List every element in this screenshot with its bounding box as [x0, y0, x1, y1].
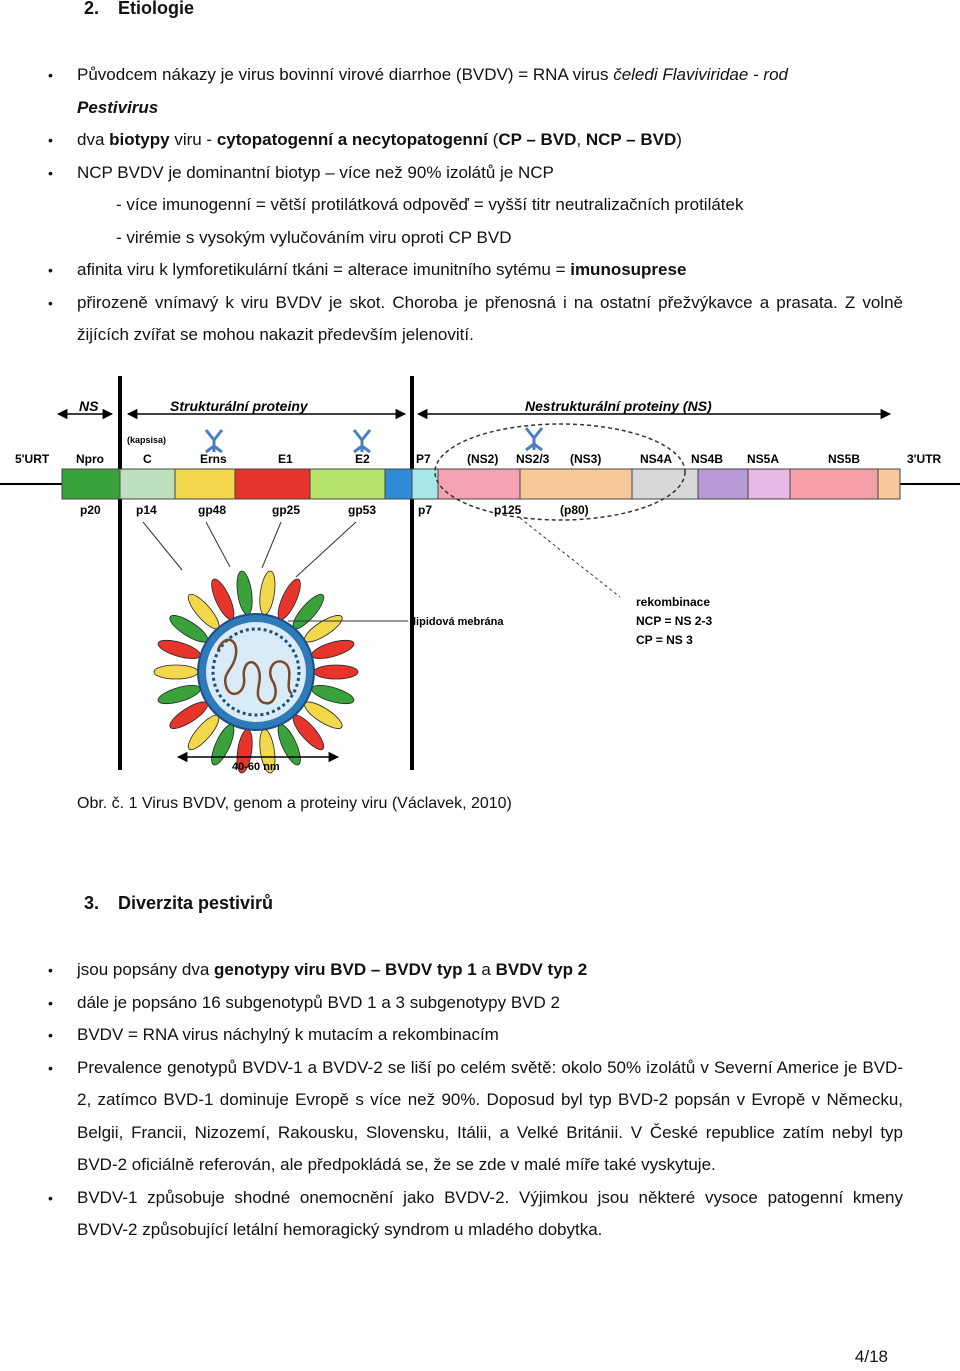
rna-genome — [216, 638, 293, 705]
capsid — [211, 627, 301, 717]
genome-segment — [384, 468, 413, 500]
list-item: NCP BVDV je dominantní biotyp – více než… — [0, 157, 903, 190]
list-item: Prevalence genotypů BVDV-1 a BVDV-2 se l… — [0, 1052, 903, 1182]
gene-label: Erns — [200, 452, 227, 466]
cleavage-ellipse — [434, 423, 686, 521]
capsid-label: (kapsisa) — [127, 435, 166, 445]
pointer-line — [261, 521, 282, 569]
antibody-icon — [204, 429, 224, 454]
genome-segment — [61, 468, 121, 500]
genome-segment — [309, 468, 386, 500]
protein-label: p125 — [494, 503, 522, 517]
gene-labels: 5'URT Npro C Erns E1 E2 P7 (NS2) NS2/3 (… — [15, 452, 942, 466]
gene-label: NS5B — [828, 452, 860, 466]
genome-segment — [697, 468, 749, 500]
genome-segment — [631, 468, 699, 500]
utr5-label: 5'URT — [15, 452, 50, 466]
pointer-line — [205, 521, 231, 568]
size-label: 40-60 nm — [232, 761, 280, 773]
gene-label: NS5A — [747, 452, 779, 466]
protein-label: gp53 — [348, 503, 376, 517]
list-item: jsou popsány dva genotypy viru BVD – BVD… — [0, 954, 903, 987]
diversity-list: jsou popsány dva genotypy viru BVD – BVD… — [0, 954, 960, 1247]
section-title: Diverzita pestivirů — [118, 893, 274, 913]
virion-illustration — [153, 570, 359, 774]
membrane-label: lipidová mebrána — [413, 616, 504, 628]
pointer-line — [519, 517, 621, 598]
list-item: BVDV-1 způsobuje shodné onemocnění jako … — [0, 1182, 903, 1247]
envelope-spike — [259, 570, 276, 616]
list-item: dále je popsáno 16 subgenotypů BVD 1 a 3… — [0, 987, 903, 1020]
genome-segment — [411, 468, 439, 500]
protein-label: gp48 — [198, 503, 226, 517]
genome-segment — [789, 468, 879, 500]
cp-label: CP = NS 3 — [636, 633, 693, 647]
genome-segment — [119, 468, 176, 500]
gene-label: Npro — [76, 452, 104, 466]
gene-label: NS4B — [691, 452, 723, 466]
list-item: afinita viru k lymforetikulární tkáni = … — [0, 254, 903, 287]
section-title: Etiologie — [118, 0, 194, 18]
gene-label: NS4A — [640, 452, 672, 466]
genome-bar — [61, 468, 901, 500]
virion-core — [206, 622, 306, 722]
gene-label: P7 — [416, 452, 431, 466]
etiology-list: Původcem nákazy je virus bovinní virové … — [0, 59, 960, 352]
protein-label: p20 — [80, 503, 101, 517]
genome-segment — [747, 468, 791, 500]
protein-label: gp25 — [272, 503, 300, 517]
list-item: dva biotypy viru - cytopatogenní a necyt… — [0, 124, 903, 157]
list-item: BVDV = RNA virus náchylný k mutacím a re… — [0, 1019, 903, 1052]
protein-label: (p80) — [560, 503, 589, 517]
protein-labels: p20 p14 gp48 gp25 gp53 p7 p125 (p80) — [80, 503, 589, 517]
section-heading: 2.Etiologie — [84, 0, 194, 18]
gene-label: NS2/3 — [516, 452, 550, 466]
sub-item: - virémie s vysokým vylučováním viru opr… — [116, 227, 512, 247]
genome-segment — [174, 468, 236, 500]
gene-label: (NS3) — [570, 452, 601, 466]
bvdv-genome-figure: NS Strukturální proteiny Nestrukturální … — [0, 376, 960, 774]
sub-item: - více imunogenní = větší protilátková o… — [116, 195, 744, 214]
nonstructural-label: Nestrukturální proteiny (NS) — [525, 398, 712, 414]
genome-segment — [234, 468, 311, 500]
genome-segment — [437, 468, 521, 500]
ncp-label: NCP = NS 2-3 — [636, 614, 712, 628]
section-heading: 3.Diverzita pestivirů — [84, 893, 274, 913]
genome-segment — [877, 468, 901, 500]
gene-label: E1 — [278, 452, 293, 466]
utr3-label: 3'UTR — [907, 452, 942, 466]
envelope-spike — [236, 570, 253, 616]
list-item: přirozeně vnímavý k viru BVDV je skot. C… — [0, 287, 903, 352]
genome-segment — [519, 468, 633, 500]
protein-label: p14 — [136, 503, 157, 517]
gene-label: C — [143, 452, 152, 466]
ns-label: NS — [79, 398, 99, 414]
pointer-line — [142, 521, 183, 571]
page-number: 4/18 — [854, 1347, 888, 1366]
protein-label: p7 — [418, 503, 432, 517]
antibody-icon — [524, 427, 544, 452]
antibody-icon — [352, 429, 372, 454]
gene-label: (NS2) — [467, 452, 498, 466]
structural-label: Strukturální proteiny — [170, 398, 309, 414]
envelope-spike — [313, 664, 359, 680]
figure-caption: Obr. č. 1 Virus BVDV, genom a proteiny v… — [77, 795, 512, 812]
envelope-spike — [153, 664, 199, 680]
pointer-line — [295, 521, 357, 578]
gene-label: E2 — [355, 452, 370, 466]
recombination-label: rekombinace — [636, 595, 710, 609]
list-item: Původcem nákazy je virus bovinní virové … — [0, 59, 903, 124]
